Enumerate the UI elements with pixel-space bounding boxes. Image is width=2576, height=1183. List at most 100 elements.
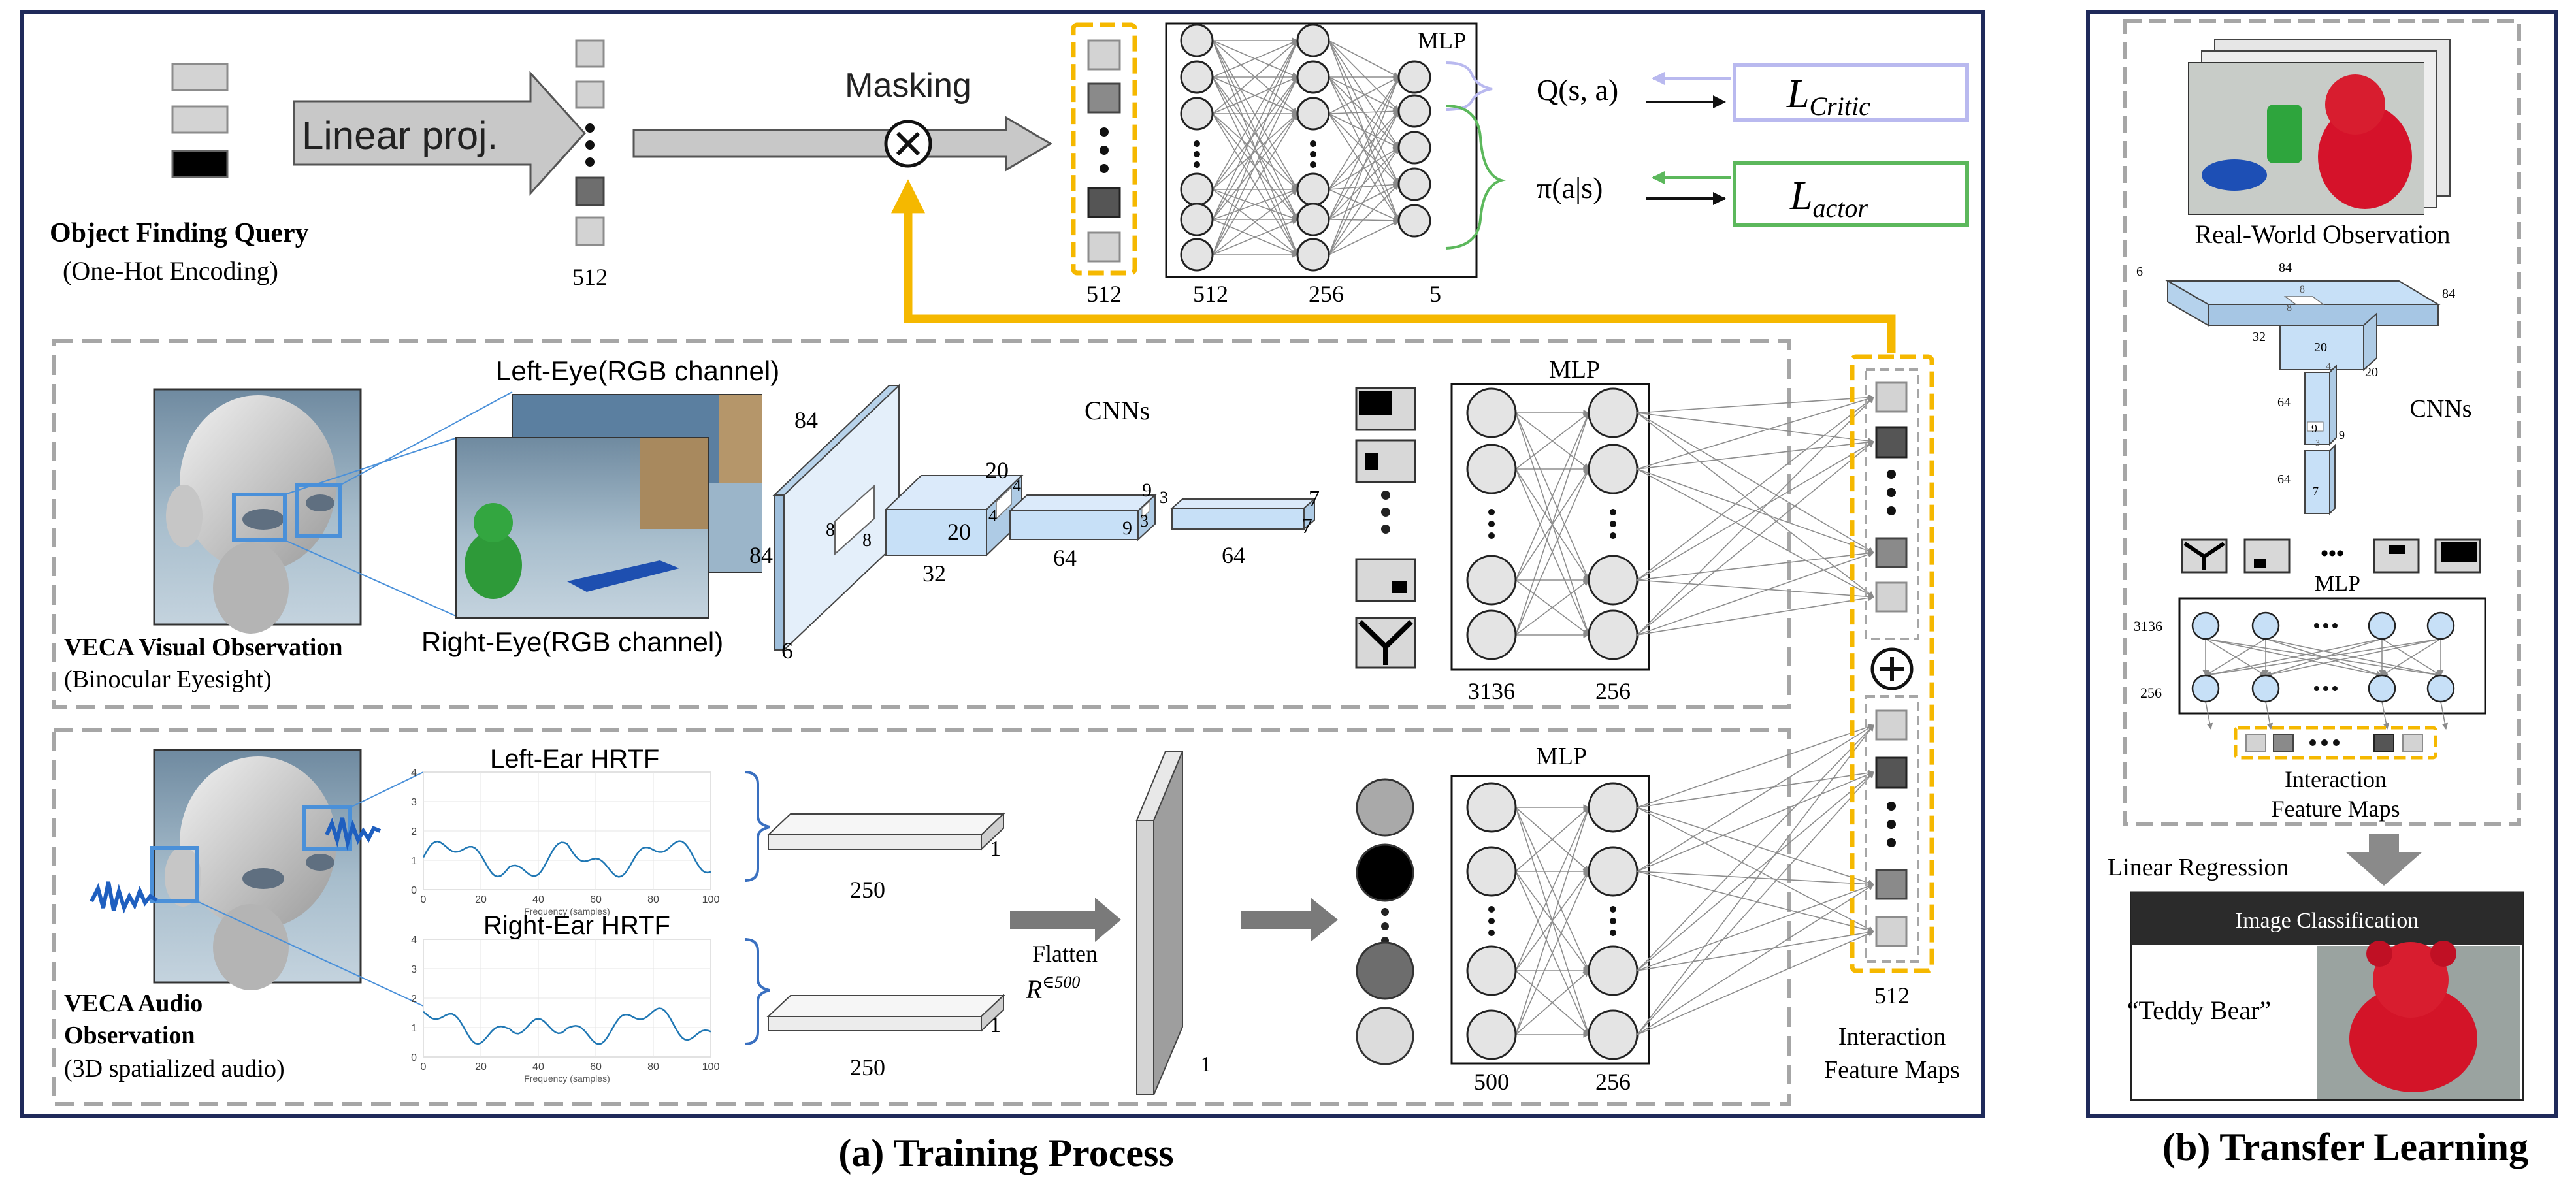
tick-label: 0: [411, 885, 417, 896]
mlp-node: [1180, 203, 1214, 236]
visual-mlp-edges: [1515, 410, 1590, 638]
hrtf-line: [423, 1007, 711, 1045]
mlp-edge: [1212, 113, 1298, 255]
interaction-label-1: Interaction: [1838, 1023, 1946, 1050]
mlp-node: [1588, 1009, 1639, 1060]
ellipsis-dot: [1194, 161, 1200, 168]
tick-label: 1: [411, 856, 417, 867]
mlp-edge: [1637, 412, 1874, 553]
mlp-edge: [2440, 701, 2449, 730]
concat-plus-icon: [1870, 647, 1914, 690]
mlp-edge: [1328, 220, 1399, 255]
mlp-node: [1397, 60, 1431, 94]
audio-mlp-dim-500: 500: [1474, 1069, 1509, 1095]
cnn-cube-64b: [1170, 497, 1316, 531]
tick-label: 3: [411, 797, 417, 808]
mlp-node: [1397, 204, 1431, 238]
mlp-edge: [1212, 40, 1298, 190]
mlp-node: [1180, 97, 1214, 131]
ellipsis-dot: [2323, 686, 2328, 691]
mlp-edge: [1328, 147, 1399, 255]
tick-label: 60: [590, 1061, 602, 1073]
transfer-cnn-input: [2165, 280, 2441, 327]
cnn-dim: 20: [947, 519, 971, 545]
mlp-edge: [1212, 189, 1298, 255]
tick-label: 40: [532, 894, 544, 905]
visual-mlp-dim-256: 256: [1595, 678, 1631, 704]
cnn-dim: 64: [1222, 542, 1245, 568]
visual-output-edges: [1637, 394, 1874, 636]
mlp-edge: [1637, 441, 1874, 636]
interaction-maps-box: [1850, 354, 1934, 973]
mlp-edge: [1515, 871, 1590, 1035]
mlp-node: [2368, 611, 2396, 640]
transfer-cnn-dim: 8: [2287, 302, 2292, 314]
mlp-edge: [1212, 76, 1298, 114]
mlp-edge: [1328, 184, 1399, 255]
ellipsis-dot: [1610, 532, 1616, 539]
mlp-edge: [1328, 40, 1399, 78]
cnn-label: CNNs: [1084, 396, 1150, 425]
mlp-edge: [1328, 108, 1399, 115]
tick-label: 0: [421, 894, 427, 905]
mlp-node: [2191, 674, 2220, 703]
transfer-mlp-edges: [2202, 638, 2449, 730]
mlp-node: [2191, 611, 2220, 640]
left-slab-depth: 1: [990, 837, 1001, 861]
audio-output-edges: [1637, 724, 1874, 1035]
visual-avatar-image: [153, 388, 362, 634]
mlp-edge: [1328, 76, 1399, 114]
ellipsis-dot: [1310, 151, 1316, 157]
left-eye-label: Left-Eye(RGB channel): [496, 355, 779, 386]
tick-label: 2: [411, 994, 417, 1005]
audio-to-features-arrow: [1241, 898, 1338, 942]
transfer-mlp-dim-256: 256: [2140, 685, 2162, 701]
ellipsis-dot: [1610, 918, 1616, 924]
mlp-node: [1466, 782, 1517, 833]
mlp-edge: [1637, 931, 1874, 1035]
mlp-edge: [1637, 594, 1874, 636]
mlp-edge: [1637, 770, 1874, 808]
mlp-edge: [1515, 807, 1590, 1035]
ellipsis-dot: [1488, 918, 1495, 924]
audio-mlp-label: MLP: [1536, 743, 1587, 770]
classification-prediction: “Teddy Bear”: [2127, 996, 2271, 1025]
mlp-edge: [2265, 638, 2441, 677]
flatten-label: Flatten: [1032, 941, 1098, 967]
ellipsis-dot: [1194, 151, 1200, 157]
mlp-edge: [1328, 113, 1399, 148]
mlp-edge: [1328, 147, 1399, 190]
mlp-edge: [1637, 807, 1874, 886]
mlp-edge: [1637, 550, 1874, 581]
mlp-edge: [2205, 638, 2441, 678]
cnn-dim: 8: [862, 530, 872, 551]
ellipsis-dot: [1488, 906, 1495, 913]
cnn-cube-32: [884, 474, 1024, 557]
cnn-cube-64a: [1008, 493, 1157, 542]
visual-title: VECA Visual Observation: [64, 634, 343, 661]
mlp-edge: [1212, 188, 1298, 220]
cnn-dim: 20: [985, 457, 1009, 483]
audio-branch-box: [52, 728, 1791, 1106]
mlp-node: [1296, 238, 1330, 272]
mlp-edge: [1637, 871, 1874, 888]
audio-interaction-vector: [1865, 695, 1919, 963]
mlp-edge: [1637, 883, 1874, 971]
mlp-node: [1180, 238, 1214, 272]
transfer-cnn-dim: 9: [2339, 429, 2345, 442]
ellipsis-dot: [1488, 930, 1495, 936]
mlp-node: [1466, 444, 1517, 494]
mlp-edge: [1637, 468, 1874, 598]
mlp-edge: [1637, 395, 1874, 470]
ellipsis-dot: [1610, 509, 1616, 515]
classification-header: Image Classification: [2236, 909, 2419, 933]
policy-mlp-dim-5: 5: [1429, 281, 1441, 307]
ellipsis-dot: [1488, 532, 1495, 539]
mlp-node: [1466, 609, 1517, 660]
transfer-cnn-label: CNNs: [2409, 395, 2471, 423]
transfer-feature-maps: [2181, 538, 2481, 574]
mlp-edge: [1328, 110, 1399, 255]
cnn-dim: 9: [1142, 479, 1152, 501]
